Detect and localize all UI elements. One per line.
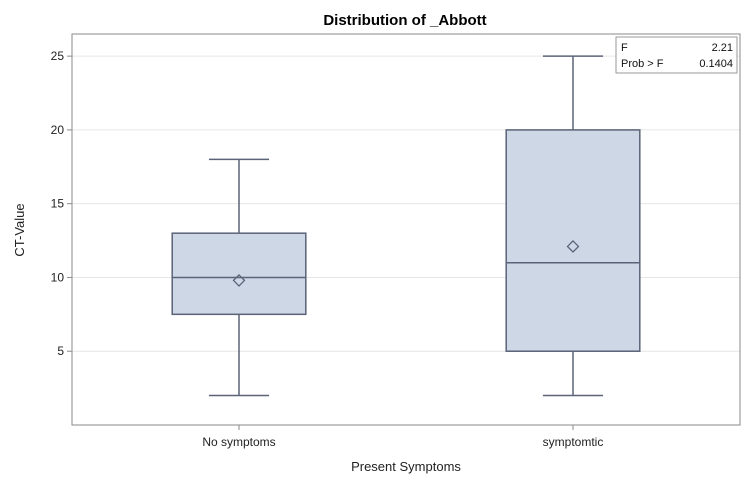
box-group-0	[171, 158, 307, 397]
stats-f-label: F	[621, 42, 628, 54]
y-tick-label-5: 5	[57, 344, 64, 358]
y-axis-ticks: 5 10 15 20 25	[51, 49, 72, 358]
y-tick-label-15: 15	[51, 197, 65, 211]
boxes	[171, 55, 641, 397]
stats-inset: F 2.21 Prob > F 0.1404	[615, 36, 738, 74]
stats-inset-box	[615, 36, 738, 74]
mean-marker	[566, 240, 580, 253]
chart-title: Distribution of _Abbott	[323, 12, 486, 29]
stats-prob-value: 0.1404	[699, 58, 733, 70]
box-group-1	[505, 55, 641, 397]
y-tick-label-10: 10	[51, 270, 65, 284]
x-tick-label-1: symptomtic	[543, 435, 604, 449]
plot-frame	[71, 33, 741, 426]
y-axis-label: CT-Value	[12, 203, 27, 256]
stats-prob-label: Prob > F	[621, 58, 664, 70]
mean-marker	[232, 273, 246, 287]
x-tick-label-0: No symptoms	[202, 435, 275, 449]
x-axis-ticks: No symptoms symptomtic	[202, 425, 603, 449]
stats-f-value: 2.21	[712, 42, 733, 54]
x-axis-label: Present Symptoms	[351, 459, 461, 474]
y-tick-label-25: 25	[51, 49, 65, 63]
y-tick-label-20: 20	[51, 123, 65, 137]
box-iqr	[171, 232, 307, 316]
